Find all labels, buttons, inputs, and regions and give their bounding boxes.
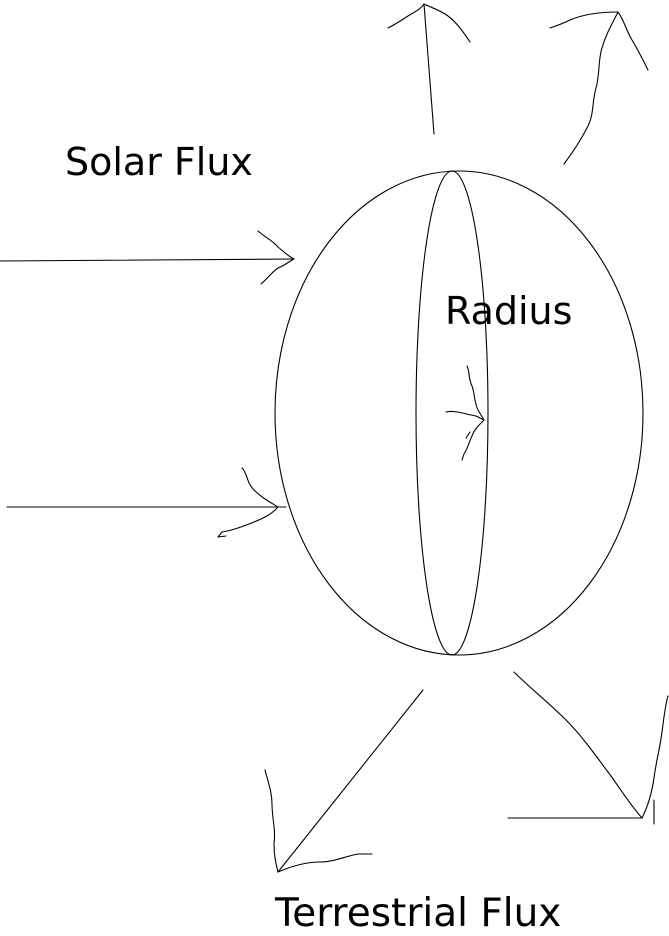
terrestrial-arrow-bottom-right xyxy=(507,671,669,825)
terrestrial-arrow-bottom-left xyxy=(264,689,424,873)
solar-arrow-top xyxy=(0,230,295,285)
solar-flux-label: Solar Flux xyxy=(65,140,253,184)
radius-arrow xyxy=(445,365,485,461)
terrestrial-arrow-top-left xyxy=(387,3,471,135)
sphere-meridian xyxy=(415,170,489,656)
sphere-outline xyxy=(274,170,644,656)
radius-label: Radius xyxy=(445,289,573,333)
solar-arrow-bottom xyxy=(6,467,287,538)
terrestrial-flux-label: Terrestrial Flux xyxy=(275,891,562,936)
terrestrial-arrow-top-right xyxy=(549,11,649,165)
